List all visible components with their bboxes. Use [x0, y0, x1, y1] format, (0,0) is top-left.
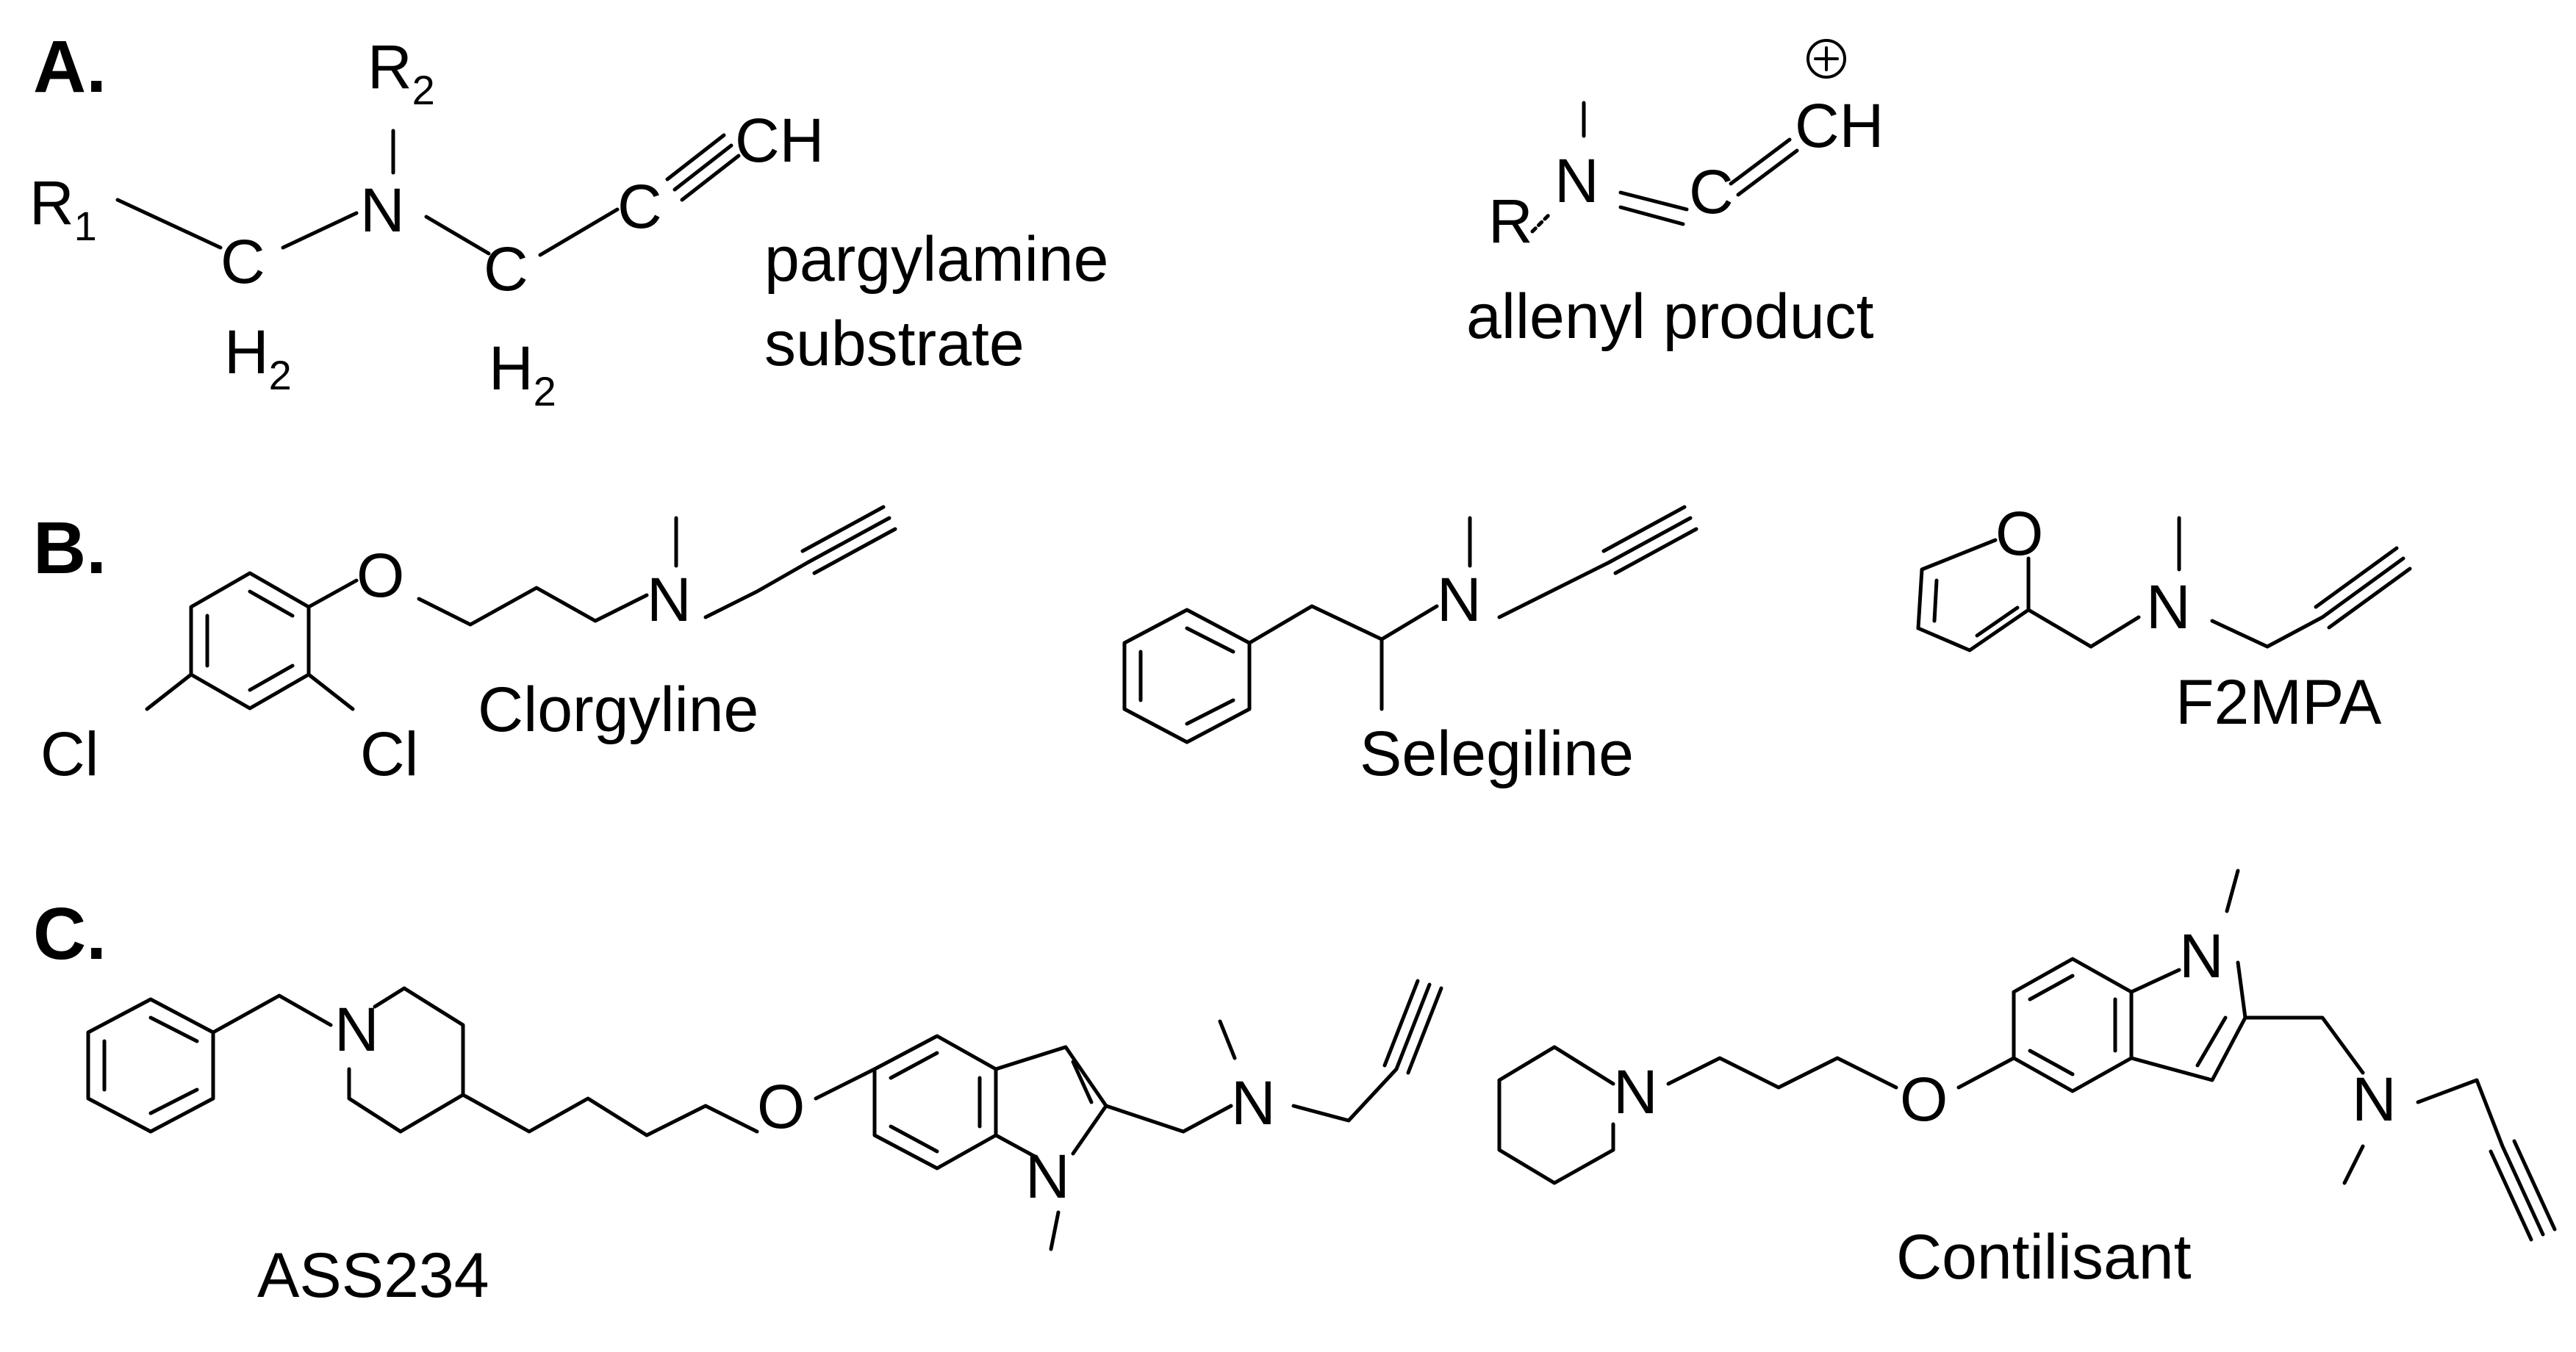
propargyl-ch2: [1291, 1067, 1399, 1123]
atom-n: N: [1437, 565, 1482, 634]
compound-name-f2mpa: F2MPA: [2175, 667, 2382, 738]
atom-n: N: [1554, 146, 1599, 215]
bond-o-ring: [814, 1067, 877, 1101]
triple-bond: [2314, 546, 2412, 630]
indole-pyrrole-ring: [2129, 1015, 2247, 1082]
atom-r2: R2: [367, 32, 435, 113]
triple-bond: [2489, 1139, 2557, 1242]
bond-o-ring: [1956, 1056, 2016, 1090]
propyl-linker: [1666, 1056, 1898, 1090]
atom-c3: C: [617, 172, 662, 241]
atom-n: N: [360, 176, 405, 245]
atom-n-amine: N: [2352, 1065, 2397, 1134]
bond-ring-cl2: [306, 672, 355, 711]
compound-name-clorgyline: Clorgyline: [478, 675, 758, 745]
bond-n-r: [1530, 211, 1553, 234]
clorgyline-structure: O Cl Cl N: [40, 505, 897, 788]
furan-ring: [1916, 538, 2031, 652]
bond-ring-cl1: [145, 672, 193, 711]
double-bond-c-ch: [1729, 137, 1799, 197]
pargylamine-substrate-structure: R1 R2 N C C C CH H2 H2: [29, 32, 824, 414]
bond-n-c: [424, 215, 491, 256]
bond-n-methyl-indole: [2225, 869, 2240, 913]
bond-ring-o: [306, 578, 359, 609]
atom-n: N: [647, 565, 692, 634]
panel-c-label: C.: [33, 893, 107, 975]
indole-ch2: [1104, 1104, 1233, 1134]
atom-r: R: [1488, 187, 1533, 256]
piperidine-ring: [347, 986, 465, 1134]
bond-n-methyl-amine: [1218, 1019, 1237, 1060]
substrate-name-line1: pargylamine: [764, 224, 1108, 295]
bond-c-n: [281, 211, 359, 250]
atom-n-indole: N: [2179, 921, 2224, 990]
panel-b-label: B.: [33, 507, 107, 589]
f2mpa-structure: O N: [1916, 499, 2412, 652]
ass234-structure: N O N N: [86, 979, 1443, 1251]
bond-r1-c: [115, 198, 223, 250]
triple-bond: [1382, 979, 1443, 1075]
compound-name-contilisant: Contilisant: [1896, 1222, 2192, 1292]
propargyl-ch2: [1497, 560, 1612, 619]
atom-c: C: [1689, 157, 1734, 226]
atom-c2: C: [484, 234, 528, 303]
atom-n-amine: N: [1231, 1068, 1276, 1137]
bond-ring-ch2: [2026, 608, 2093, 649]
propyl-linker: [461, 1093, 759, 1137]
atom-n-indole: N: [1025, 1142, 1070, 1211]
bond-ch2-n: [2089, 615, 2141, 649]
atom-r1: R1: [29, 168, 97, 249]
bond-n-methyl-indole: [1049, 1210, 1061, 1251]
atom-n: N: [2146, 572, 2191, 641]
bond-c-n: [1380, 604, 1439, 641]
atom-h2-b: H2: [489, 334, 556, 414]
propargyl-ch2: [2210, 615, 2325, 649]
atom-cl1: Cl: [40, 719, 98, 788]
atom-o: O: [757, 1072, 805, 1141]
propargyl-ch2: [2416, 1078, 2505, 1148]
triple-bond: [800, 505, 897, 575]
propyl-chain: [417, 586, 649, 627]
atom-ch: CH: [735, 106, 824, 175]
bond-n-methyl-amine: [2342, 1144, 2365, 1185]
atom-c1: C: [220, 227, 265, 296]
atom-cl2: Cl: [360, 719, 418, 788]
atom-n-piperidine: N: [1613, 1057, 1658, 1126]
triple-bond-c-ch: [665, 133, 741, 202]
propargyl-ch2: [703, 560, 811, 619]
bond-c-c: [538, 207, 620, 257]
atom-ch: CH: [1795, 91, 1884, 160]
atom-h2-a: H2: [224, 317, 292, 398]
contilisant-structure: N O N N: [1497, 869, 2557, 1242]
compound-name-selegiline: Selegiline: [1360, 719, 1634, 789]
product-name: allenyl product: [1466, 281, 1874, 352]
allenyl-product-structure: R N C CH: [1488, 39, 1884, 256]
atom-o: O: [356, 541, 404, 610]
panel-a: A. R1 R2 N C C C CH H2 H2 pargylamine su…: [29, 26, 1884, 414]
benzyl-chain: [1247, 604, 1384, 645]
panel-b: B. O Cl Cl N Clorgyline: [33, 499, 2412, 789]
atom-o: O: [1900, 1065, 1948, 1134]
piperidine-ring: [1497, 1045, 1615, 1185]
atom-n-piperidine: N: [334, 995, 379, 1064]
indole-ch2: [2243, 1015, 2365, 1075]
selegiline-structure: N: [1122, 505, 1698, 744]
indole-pyrrole-ring: [994, 1045, 1108, 1156]
positive-charge-icon: [1807, 39, 1846, 79]
panel-c: C. N O N N: [33, 869, 2557, 1311]
substrate-name-line2: substrate: [764, 309, 1025, 379]
panel-a-label: A.: [33, 26, 107, 108]
compound-name-ass234: ASS234: [257, 1240, 489, 1311]
benzyl-ch2: [211, 993, 333, 1035]
atom-o: O: [1995, 499, 2043, 568]
triple-bond: [1601, 505, 1698, 575]
double-bond-n-c: [1618, 190, 1689, 226]
